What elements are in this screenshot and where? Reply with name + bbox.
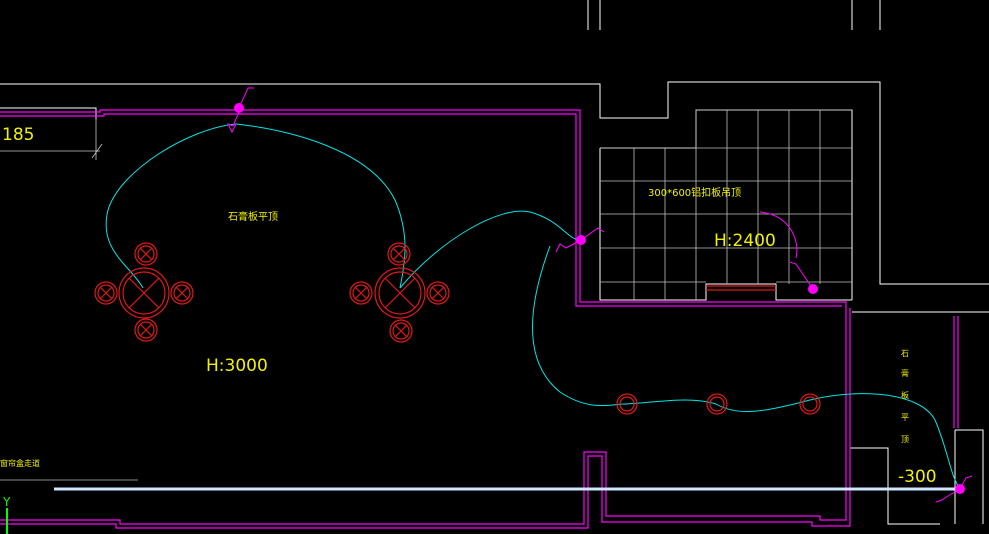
vertical-note-char: 顶: [901, 435, 909, 444]
switch-top: [226, 87, 254, 134]
vertical-note-char: 板: [901, 390, 909, 400]
ceiling-material-label: 石膏板平顶: [228, 210, 278, 223]
tile-spec-label: 300*600铝扣板吊顶: [648, 186, 741, 199]
chandelier-right: [349, 242, 450, 343]
chandelier-left: [94, 242, 194, 342]
height-drop-label: -300: [898, 467, 937, 487]
switch-bottom-right: [935, 475, 973, 503]
vertical-note-char: 石: [901, 349, 909, 358]
ceiling-tile-grid: [600, 109, 852, 300]
axis-marker: Y: [2, 495, 11, 534]
axis-y-label: Y: [2, 495, 11, 509]
bottom-left-note: 窗帘盒走道: [0, 458, 40, 468]
red-openings: [706, 285, 776, 291]
vertical-note-char: 膏: [901, 368, 909, 378]
height-side-room-label: H:2400: [714, 231, 776, 251]
top-wall-ticks: [587, 0, 881, 30]
switch-side-room: [789, 261, 818, 294]
vertical-note-char: 平: [901, 413, 909, 422]
section-line: [0, 479, 955, 491]
outer-walls: [0, 81, 989, 525]
height-main-label: H:3000: [206, 356, 268, 376]
dimension-label: 185: [2, 125, 34, 145]
inner-walls: [0, 109, 959, 529]
vertical-note: 石 膏 板 平 顶: [901, 349, 909, 444]
dimension-marker: [0, 118, 103, 160]
downlights: [616, 393, 821, 415]
switch-middle: [555, 227, 605, 253]
